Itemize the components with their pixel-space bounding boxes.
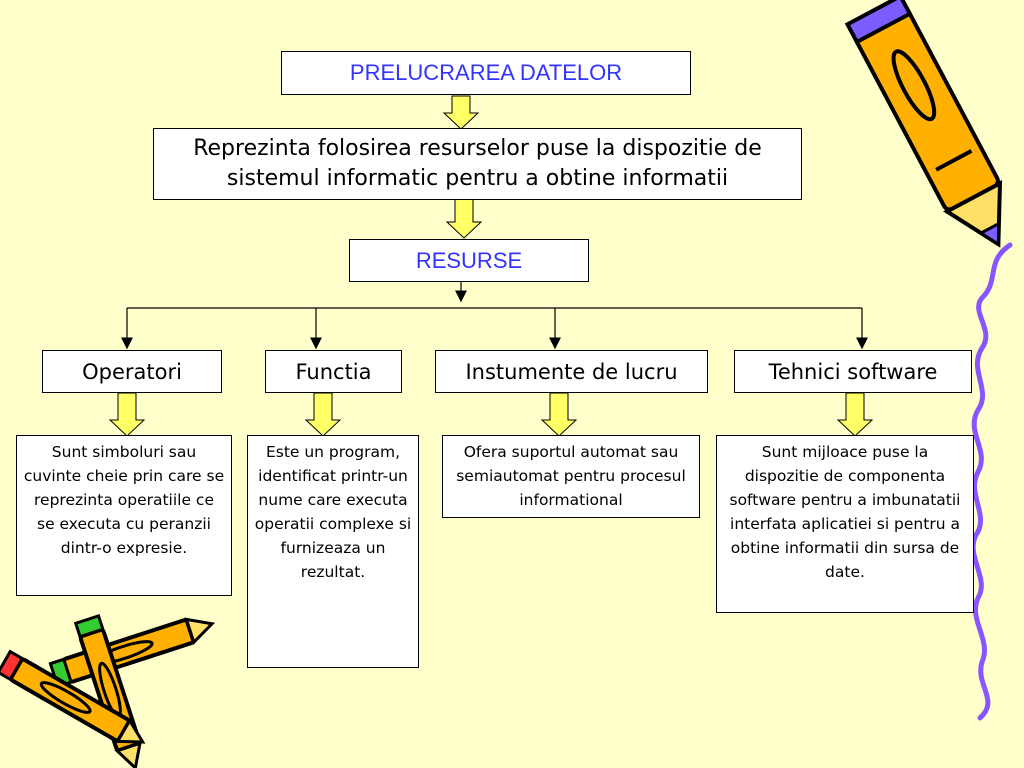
page-title: PRELUCRAREA DATELOR bbox=[281, 51, 691, 95]
definition-box: Reprezinta folosirea resurselor puse la … bbox=[153, 128, 802, 200]
description-tehnici: Sunt mijloace puse la dispozitie de comp… bbox=[716, 435, 974, 613]
category-operatori: Operatori bbox=[42, 350, 222, 393]
category-functia: Functia bbox=[265, 350, 402, 393]
resources-box: RESURSE bbox=[349, 239, 589, 282]
category-tehnici: Tehnici software bbox=[734, 350, 972, 393]
description-operatori: Sunt simboluri sau cuvinte cheie prin ca… bbox=[16, 435, 232, 596]
description-instrumente: Ofera suportul automat sau semiautomat p… bbox=[442, 435, 700, 518]
block-arrow-operatori bbox=[108, 392, 146, 437]
block-arrow-2 bbox=[445, 197, 483, 239]
block-arrow-tehnici bbox=[836, 392, 874, 437]
block-arrow-1 bbox=[442, 95, 480, 130]
description-functia: Este un program, identificat printr-un n… bbox=[247, 435, 419, 668]
category-instrumente: Instumente de lucru bbox=[435, 350, 708, 393]
block-arrow-instrumente bbox=[540, 392, 578, 437]
block-arrow-functia bbox=[304, 392, 342, 437]
